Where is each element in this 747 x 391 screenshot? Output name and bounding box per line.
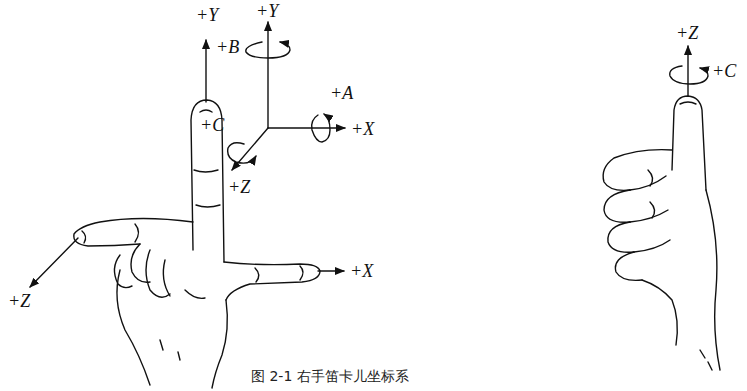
rotation-label: +C — [200, 116, 224, 134]
rotation-label: +A — [330, 84, 353, 102]
rotation-label: +C — [712, 62, 736, 80]
axis-label: +Z — [8, 292, 30, 310]
axis-label: +X — [350, 262, 373, 280]
rotation-label: +B — [216, 38, 239, 56]
axis-label: +Y — [196, 6, 218, 24]
figure-caption: 图 2-1 右手笛卡儿坐标系 — [251, 368, 409, 385]
axis-label: +Z — [676, 24, 698, 42]
axis-label: +Y — [256, 2, 278, 20]
axis-label: +X — [351, 120, 374, 138]
axis-label: +Z — [228, 178, 250, 196]
